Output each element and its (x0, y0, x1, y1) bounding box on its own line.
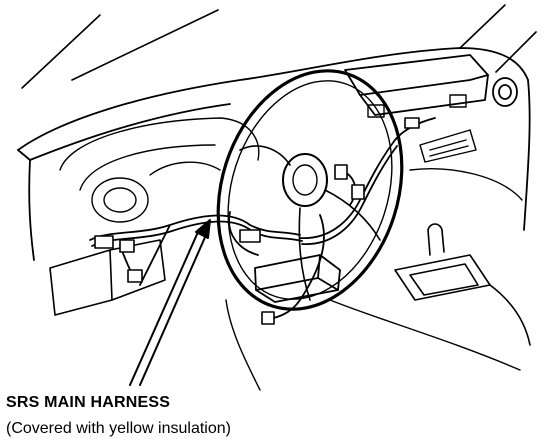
console-lines (225, 299, 521, 391)
srs-unit (254, 254, 341, 303)
knee-bolster (49, 239, 166, 316)
passenger-airbag-module (344, 54, 518, 118)
callout-leader-arrow (129, 219, 211, 386)
gear-shifter (394, 223, 531, 346)
windshield-lines (21, 4, 537, 89)
harness-label-subtitle: (Covered with yellow insulation) (6, 420, 231, 437)
passenger-dash-panel (409, 129, 523, 201)
harness-connectors (94, 117, 420, 325)
instrument-cluster (59, 117, 260, 223)
harness-label-title: SRS MAIN HARNESS (6, 394, 171, 411)
dashboard-outline (17, 47, 531, 261)
